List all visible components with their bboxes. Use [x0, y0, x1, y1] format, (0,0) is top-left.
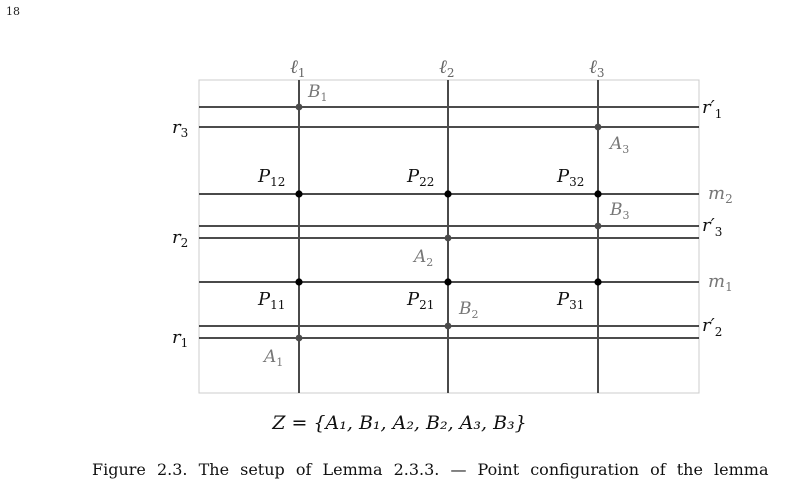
label-b-1: B1: [307, 82, 328, 104]
point-p-11: [295, 278, 303, 286]
point-b-1: [295, 103, 303, 111]
label-r-2: r2: [172, 227, 188, 250]
label-r-prime-2: r′2: [702, 315, 722, 339]
label-p-21: P21: [406, 289, 434, 312]
point-a-2: [444, 234, 452, 242]
label-l-2: ℓ2: [439, 56, 455, 80]
point-b-2: [444, 322, 452, 330]
label-b-3: B3: [609, 200, 630, 222]
label-l-1: ℓ1: [290, 56, 306, 80]
label-a-1: A1: [262, 347, 283, 369]
point-p-22: [444, 190, 452, 198]
lemma-figure: ℓ1 ℓ2 ℓ3 m2 m1 r′1 r′3 r′2 r3 r2 r1 P12 …: [172, 56, 733, 394]
point-p-21: [444, 278, 452, 286]
label-b-2: B2: [458, 299, 479, 321]
point-a-1: [295, 334, 303, 342]
set-z-formula: Z = {A₁, B₁, A₂, B₂, A₃, B₃}: [272, 412, 527, 434]
label-r-prime-3: r′3: [702, 215, 722, 239]
point-b-3: [594, 222, 602, 230]
point-p-32: [594, 190, 602, 198]
page-number: 18: [6, 5, 20, 18]
figure-caption: Figure 2.3. The setup of Lemma 2.3.3. — …: [92, 460, 769, 479]
point-a-3: [594, 123, 602, 131]
label-r-1: r1: [172, 327, 188, 350]
point-p-12: [295, 190, 303, 198]
label-r-prime-1: r′1: [702, 97, 722, 121]
label-p-31: P31: [556, 289, 584, 312]
label-a-2: A2: [412, 247, 433, 269]
label-l-3: ℓ3: [589, 56, 605, 80]
label-m-2: m2: [708, 183, 733, 206]
label-r-3: r3: [172, 117, 188, 140]
label-p-32: P32: [556, 166, 584, 189]
label-a-3: A3: [608, 134, 629, 156]
label-p-12: P12: [257, 166, 285, 189]
point-p-31: [594, 278, 602, 286]
label-m-1: m1: [708, 271, 733, 294]
label-p-11: P11: [257, 289, 285, 312]
label-p-22: P22: [406, 166, 434, 189]
